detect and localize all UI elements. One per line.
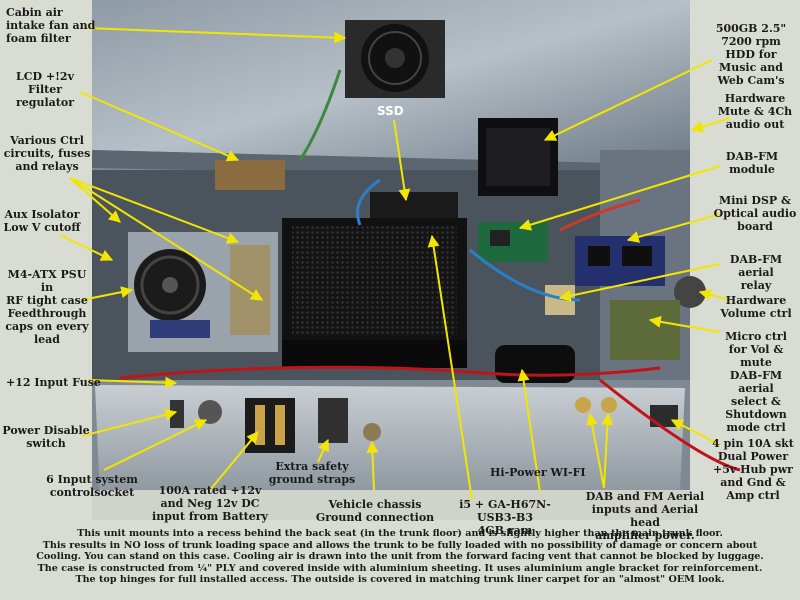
label-mini-dsp: Mini DSP & Optical audio board: [713, 194, 797, 233]
label-hw-mute: Hardware Mute & 4Ch audio out: [717, 92, 793, 131]
label-vehicle-chassis: Vehicle chassis Ground connection: [315, 498, 435, 524]
lcd-filter-board: [215, 160, 285, 190]
mini-dsp-board: [575, 236, 665, 286]
photo: [92, 0, 741, 520]
caption: This unit mounts into a recess behind th…: [0, 528, 800, 600]
terminal-block: [245, 398, 295, 453]
volume-pot: [674, 276, 706, 308]
label-hundred-amp: 100A rated +12v and Neg 12v DC input fro…: [152, 484, 268, 523]
caption-line: This unit mounts into a recess behind th…: [77, 528, 723, 539]
label-extra-safety: Extra safety ground straps: [268, 460, 356, 486]
hdd: [478, 118, 558, 196]
label-ssd: SSD: [377, 104, 404, 118]
caption-line: The case is constructed from ¼" PLY and …: [37, 562, 763, 574]
cabin-fan: [345, 20, 445, 98]
chassis-ground: [363, 423, 381, 441]
label-hdd: 500GB 2.5" 7200 rpm HDD for Music and We…: [715, 22, 787, 87]
label-power-disable: Power Disable switch: [2, 424, 90, 450]
label-cabin-air: Cabin air intake fan and foam filter: [6, 6, 96, 45]
label-hw-volume: Hardware Volume ctrl: [720, 294, 792, 320]
label-micro-ctrl: Micro ctrl for Vol & mute DAB-FM aerial …: [725, 330, 787, 434]
label-four-pin: 4 pin 10A skt Dual Power +5v Hub pwr and…: [712, 437, 794, 502]
label-aux-isolator: Aux Isolator Low V cutoff: [3, 208, 81, 234]
label-input-fuse: +12 Input Fuse: [6, 376, 101, 389]
caption-line: This results in NO loss of trunk loading…: [42, 539, 758, 551]
label-psu: M4-ATX PSU in RF tight case Feedthrough …: [5, 268, 89, 346]
label-dab-fm-inputs: DAB and FM Aerial inputs and Aerial head…: [585, 490, 705, 542]
dab-fm-module: [478, 222, 548, 262]
label-aerial-relay: DAB-FM aerial relay: [729, 253, 783, 292]
label-various-ctrl: Various Ctrl circuits, fuses and relays: [3, 134, 91, 173]
ground-straps: [318, 398, 348, 443]
micro-ctrl-board: [610, 300, 680, 360]
aerial-input-dab: [575, 397, 591, 413]
label-i5: i5 + GA-H67N-USB3-B3 4GB ram: [459, 498, 551, 537]
label-wifi: Hi-Power WI-FI: [490, 466, 586, 479]
wifi-dongle: [495, 345, 575, 383]
control-socket: [198, 400, 222, 424]
aerial-input-fm: [601, 397, 617, 413]
annotation-arrows: [59, 27, 731, 501]
label-dab-fm-module: DAB-FM module: [725, 150, 779, 176]
psu-case: [128, 232, 278, 352]
i5-computer: [282, 218, 467, 368]
label-six-input: 6 Input system controlsocket: [46, 473, 138, 499]
four-pin-socket: [650, 405, 678, 427]
label-lcd-filter: LCD +!2v Filter regulator: [15, 70, 74, 109]
ssd: [370, 192, 458, 220]
caption-line: The top hinges for full installed access…: [75, 574, 725, 586]
caption-line: Cooling. You can stand on this case. Coo…: [36, 551, 764, 563]
